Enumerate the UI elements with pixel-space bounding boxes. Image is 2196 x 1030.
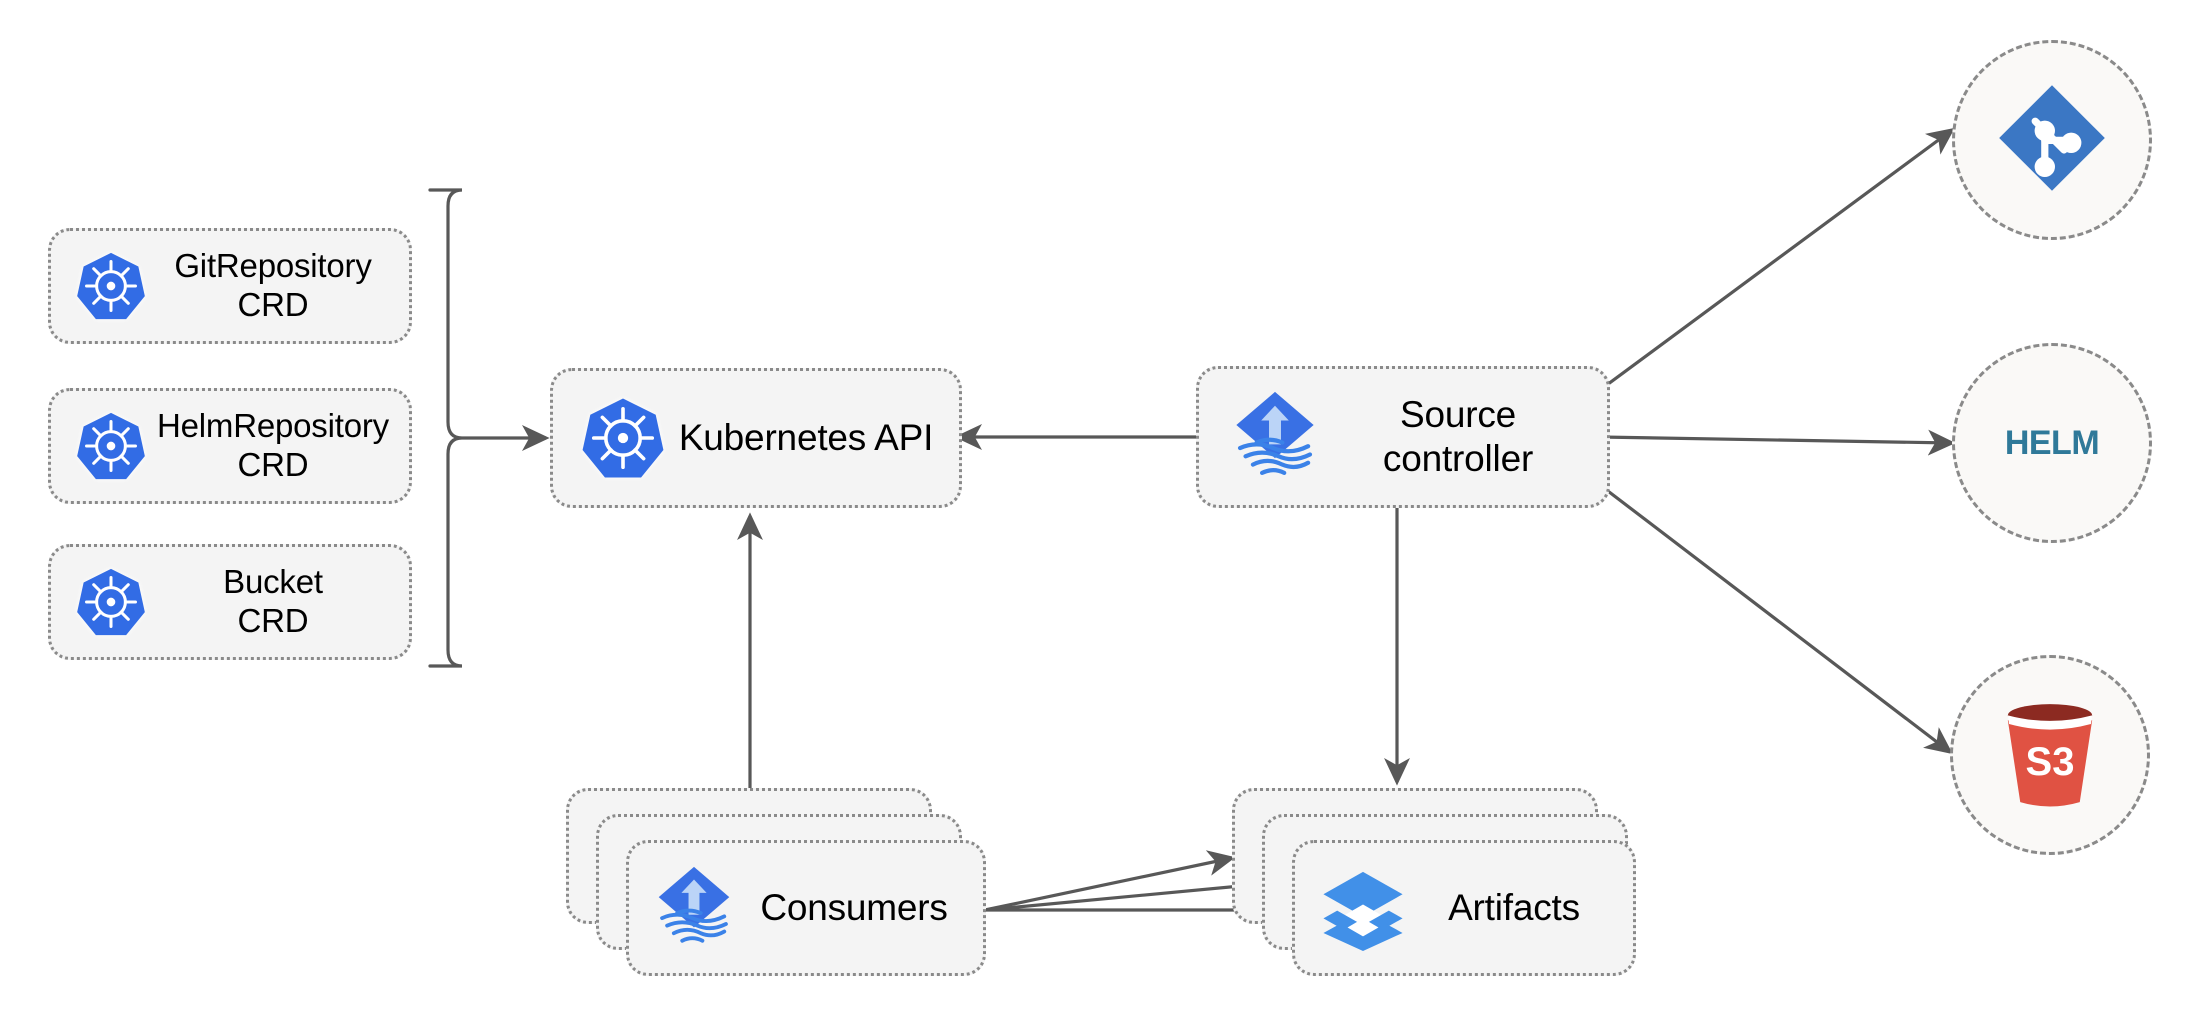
helm-source-node[interactable]: HELM (1952, 343, 2152, 543)
kubernetes-icon (69, 410, 153, 482)
source-controller-node[interactable]: Source controller (1196, 366, 1610, 508)
source-controller-label: Source controller (1382, 394, 1534, 479)
kubernetes-api-label: Kubernetes API (678, 417, 934, 459)
artifacts-node[interactable]: Artifacts (1292, 840, 1636, 976)
crd-label: Bucket CRD (223, 563, 323, 639)
consumers-node[interactable]: Consumers (626, 840, 986, 976)
consumers-label: Consumers (760, 887, 948, 929)
kubernetes-icon (575, 395, 671, 481)
kubernetes-icon (69, 250, 153, 322)
crd-box-bucket[interactable]: Bucket CRD (48, 544, 412, 660)
s3-bucket-icon: S3 (1988, 693, 2112, 817)
edge-source-controller-to-s3 (1599, 483, 1953, 755)
edge-crd-group-brace (428, 188, 550, 668)
helm-wordmark: HELM (1987, 378, 2117, 508)
artifacts-label: Artifacts (1448, 887, 1580, 929)
helm-icon: HELM (1987, 378, 2117, 508)
git-icon (1992, 78, 2112, 203)
flux-icon (649, 863, 739, 953)
crd-box-gitrepository[interactable]: GitRepository CRD (48, 228, 412, 344)
layers-icon (1317, 865, 1409, 951)
git-source-node[interactable] (1952, 40, 2152, 240)
edge-source-controller-to-git (1599, 127, 1955, 392)
edge-source-controller-to-helm (1599, 429, 1956, 456)
crd-box-helmrepository[interactable]: HelmRepository CRD (48, 388, 412, 504)
flux-icon (1225, 389, 1325, 485)
crd-label: GitRepository CRD (174, 247, 372, 323)
s3-source-node[interactable]: S3 (1950, 655, 2150, 855)
crd-label: HelmRepository CRD (157, 407, 389, 483)
kubernetes-api-node[interactable]: Kubernetes API (550, 368, 962, 508)
s3-wordmark: S3 (2025, 739, 2075, 784)
kubernetes-icon (69, 566, 153, 638)
